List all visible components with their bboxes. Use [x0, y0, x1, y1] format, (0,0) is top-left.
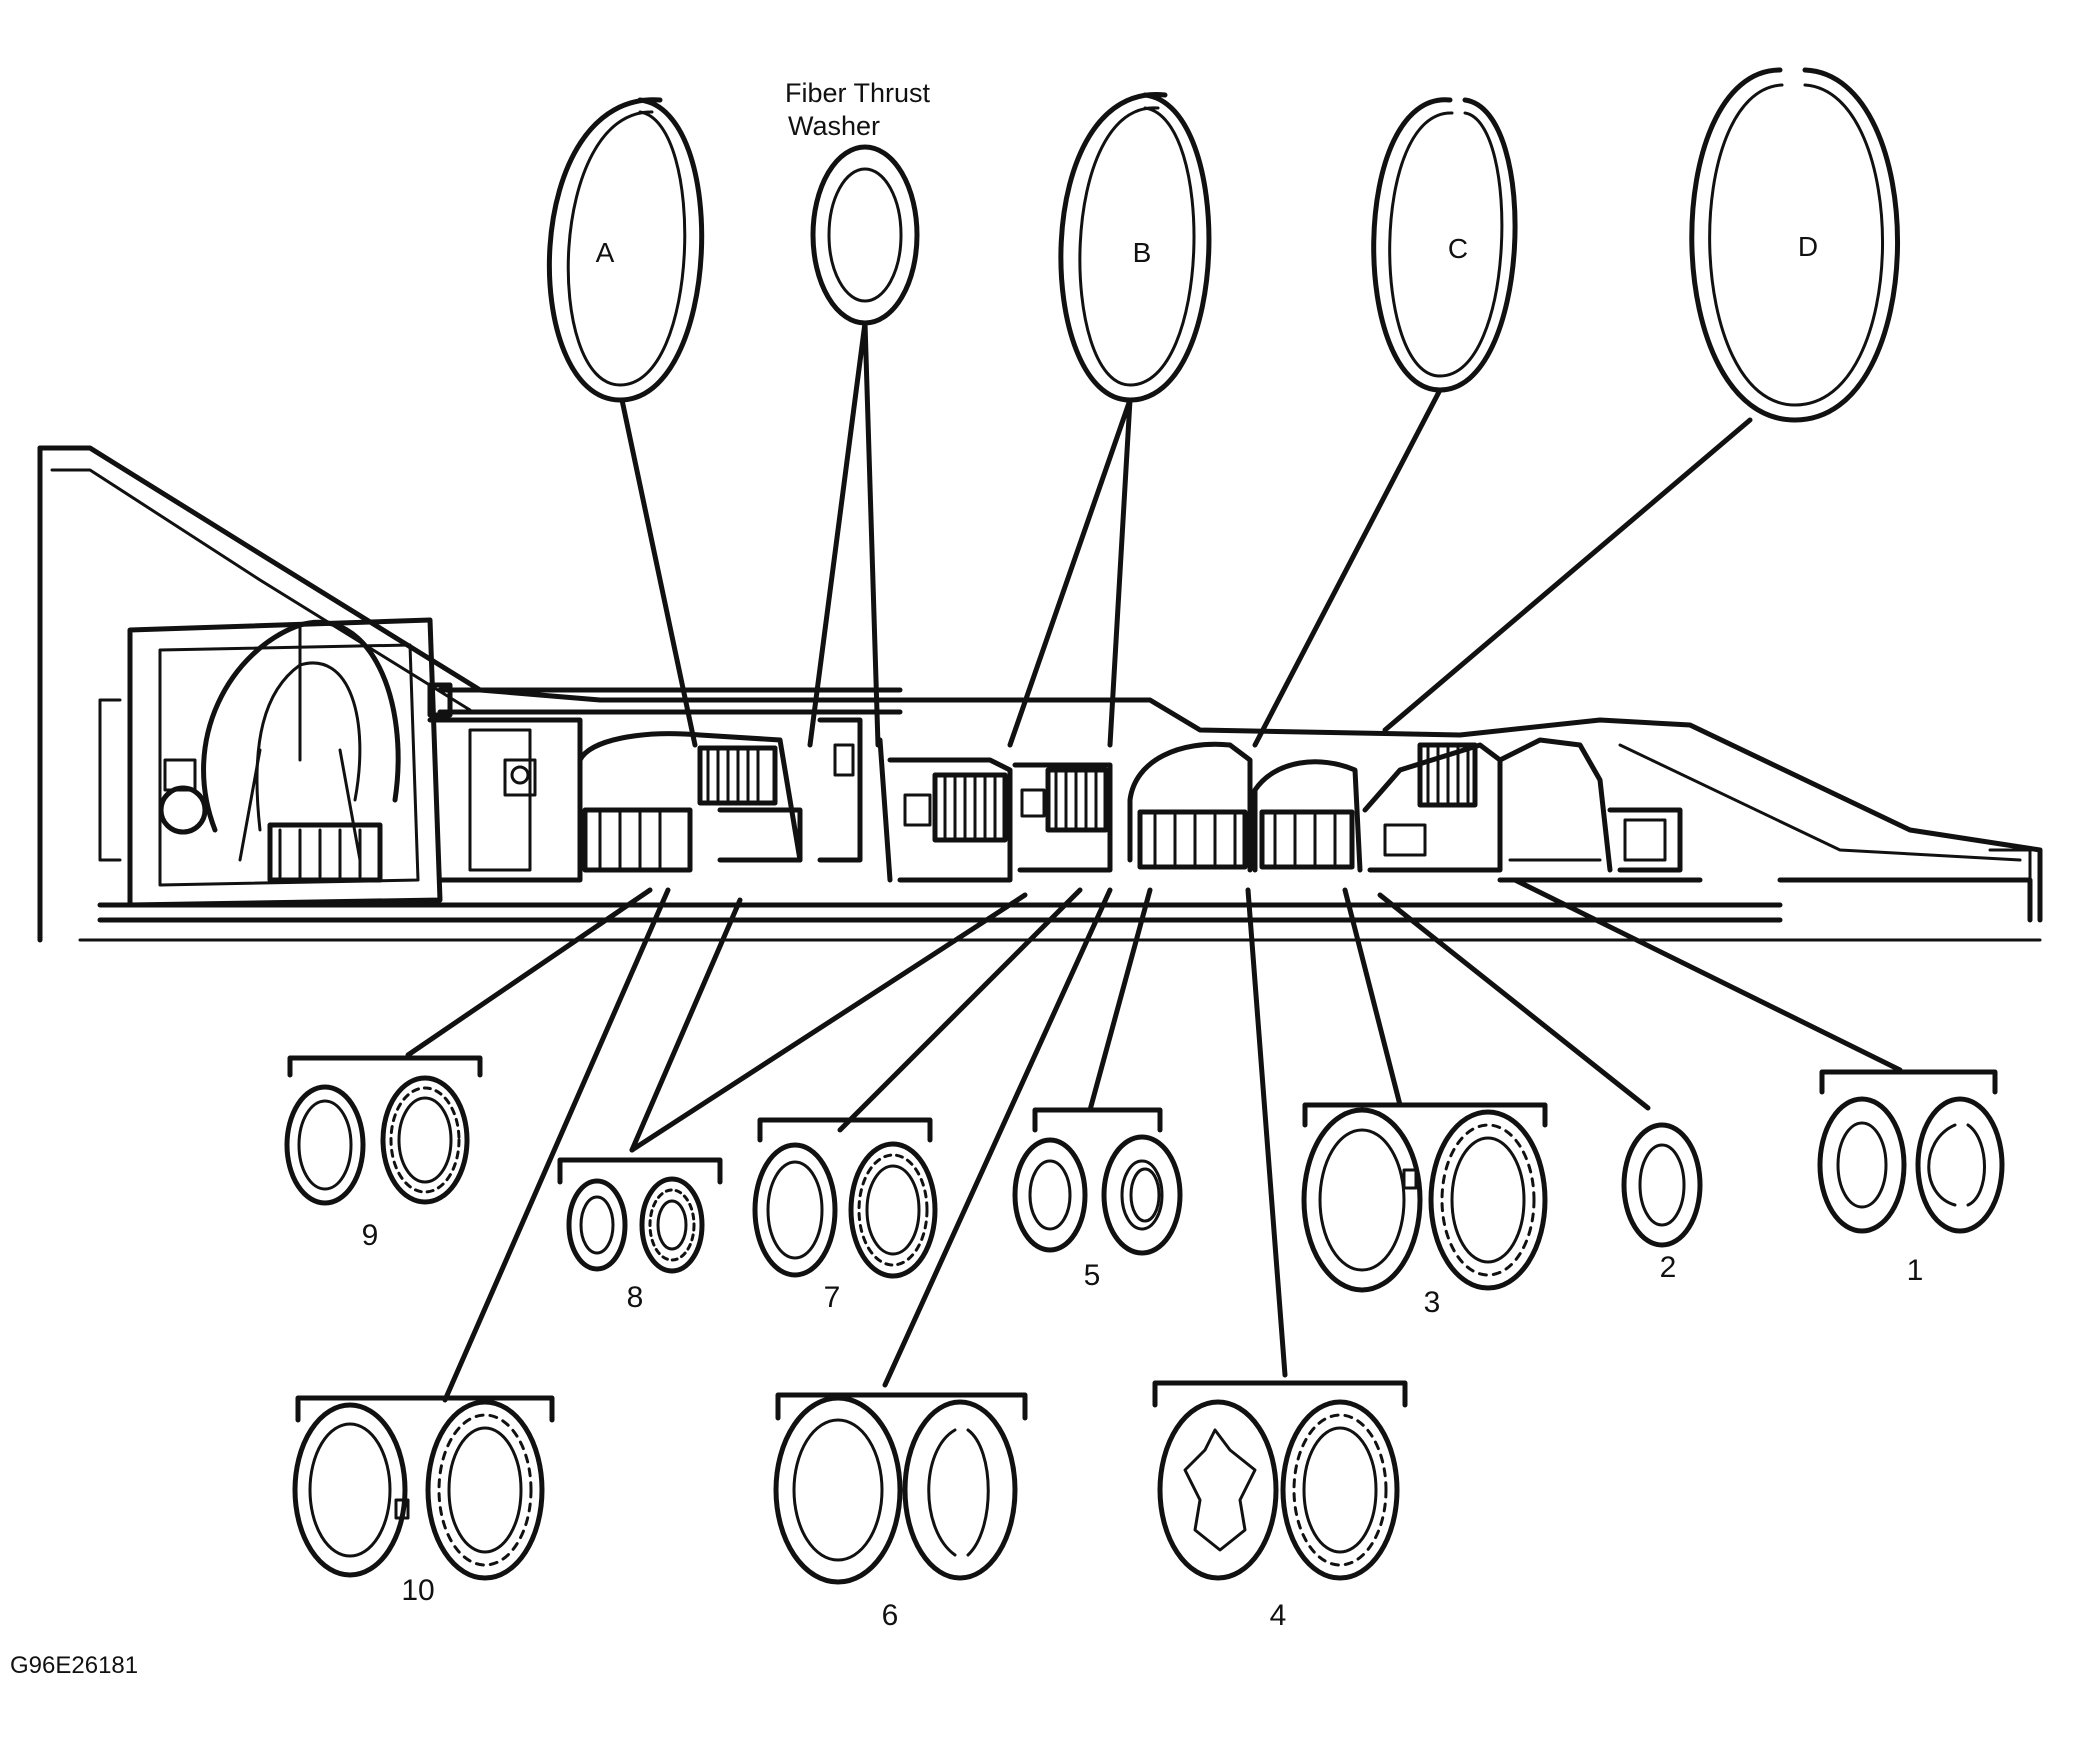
snap-ring-b: B [1058, 92, 1212, 403]
fiber-thrust-washer-label-line1: Fiber Thrust [785, 78, 931, 108]
snap-ring-a-label: A [596, 237, 615, 268]
washer-set-2: 2 [1621, 1122, 1703, 1284]
snap-ring-c-label: C [1448, 233, 1468, 264]
washer-set-10-number: 10 [401, 1574, 434, 1607]
washer-set-7: 7 [752, 1117, 938, 1314]
figure-code: G96E26181 [10, 1652, 138, 1679]
washer-set-8: 8 [557, 1157, 723, 1314]
washer-set-7-number: 7 [824, 1281, 841, 1314]
washer-set-1: 1 [1817, 1069, 2005, 1287]
washer-set-9-number: 9 [362, 1219, 379, 1252]
snap-ring-a: A [546, 97, 705, 403]
washer-set-1-number: 1 [1907, 1254, 1924, 1287]
washer-set-8-number: 8 [627, 1281, 644, 1314]
washer-set-10: 10 [292, 1395, 555, 1607]
snap-ring-b-label: B [1133, 237, 1152, 268]
fiber-thrust-washer: Fiber Thrust Washer [785, 78, 931, 326]
washer-set-3-number: 3 [1424, 1286, 1441, 1319]
washer-leader-lines [405, 877, 1903, 1403]
snap-ring-d-label: D [1798, 231, 1818, 262]
snap-ring-d: D [1689, 67, 1900, 423]
washer-set-9: 9 [284, 1055, 483, 1252]
washer-set-6-number: 6 [882, 1599, 899, 1632]
washer-set-4-number: 4 [1270, 1599, 1287, 1632]
snap-ring-c: C [1371, 97, 1518, 393]
washer-set-5-number: 5 [1084, 1259, 1101, 1292]
washer-set-5: 5 [1012, 1107, 1183, 1292]
washer-set-3: 3 [1301, 1102, 1548, 1319]
washer-set-4: 4 [1152, 1380, 1408, 1632]
ring-leader-lines [619, 320, 1753, 748]
washer-set-6: 6 [773, 1392, 1028, 1632]
fiber-thrust-washer-label-line2: Washer [788, 111, 880, 141]
washer-set-2-number: 2 [1660, 1251, 1677, 1284]
transmission-cross-section [37, 445, 2043, 943]
